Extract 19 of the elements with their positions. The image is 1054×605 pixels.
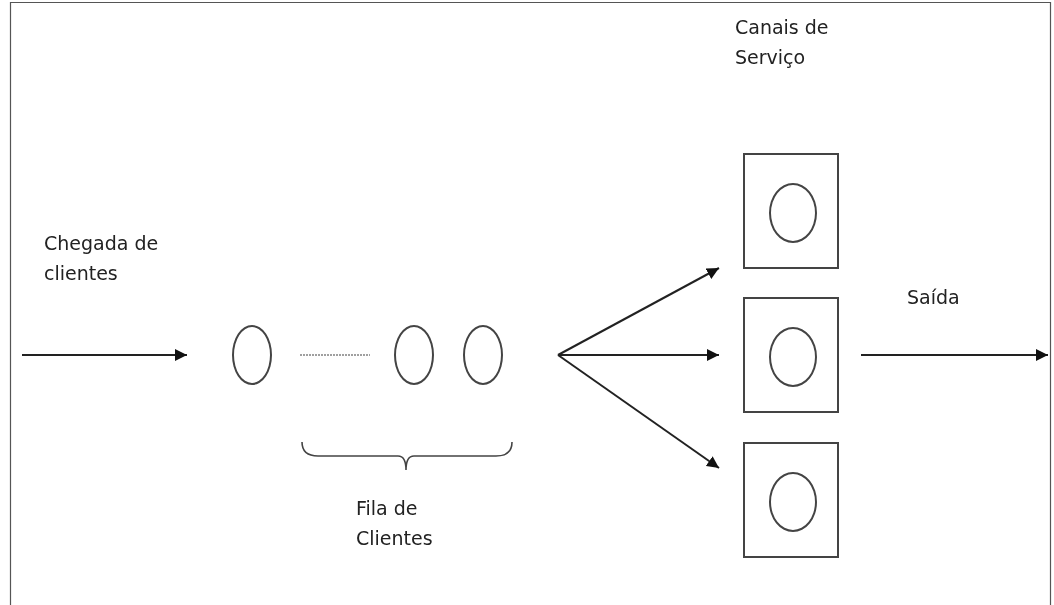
arrow [21,349,188,361]
arrow [860,349,1049,361]
service-box [743,153,839,269]
customer-circle [769,472,817,532]
service-box [743,297,839,413]
text-label: Saída [907,285,961,310]
customer-circle [232,325,272,385]
text-label: Canais de Serviço [735,15,830,70]
arrow [557,349,720,361]
customer-circle [769,183,817,243]
customer-circle [394,325,434,385]
text-label: Fila de Clientes [356,496,434,551]
arrow [557,267,720,356]
service-box [743,442,839,558]
connector-line [299,354,371,356]
customer-circle [769,327,817,387]
arrow [557,354,720,469]
customer-circle [463,325,503,385]
text-label: Chegada de clientes [44,231,160,286]
